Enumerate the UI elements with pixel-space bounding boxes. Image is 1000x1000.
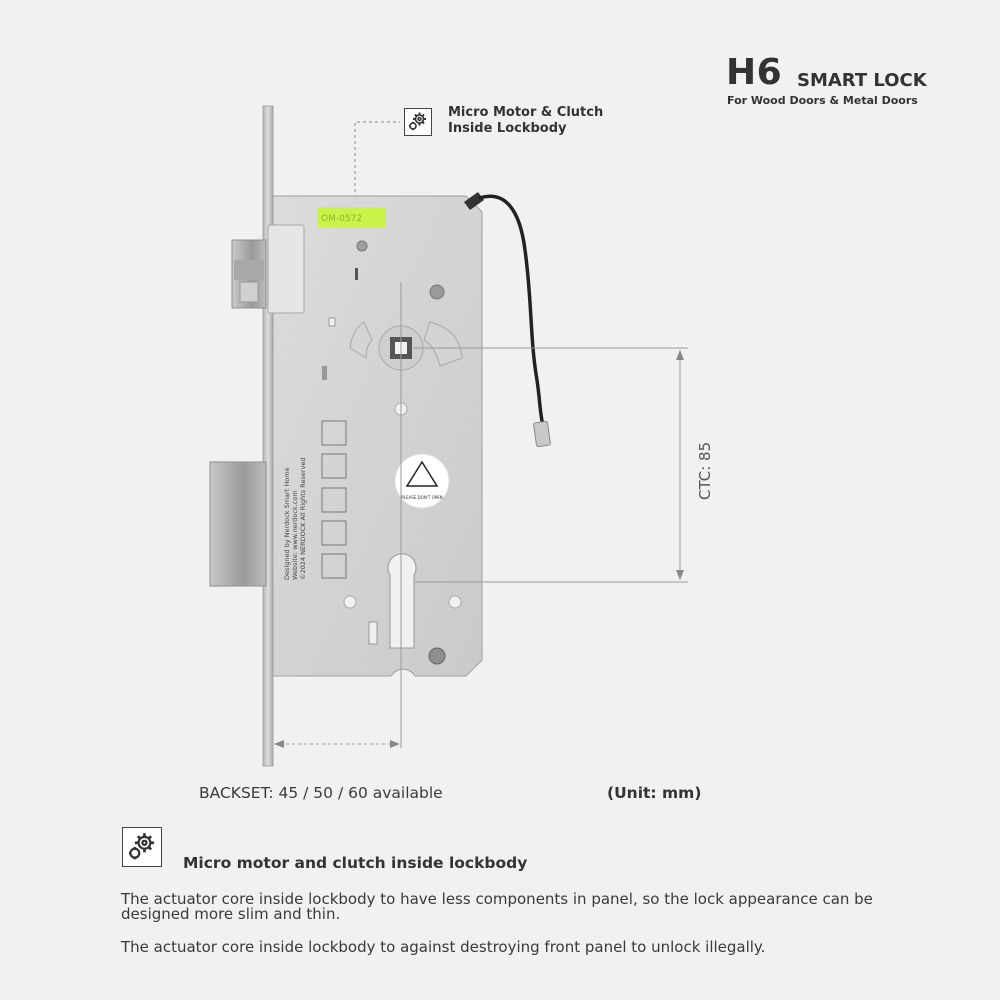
screw	[429, 284, 445, 300]
screw	[428, 647, 446, 665]
hub-lever	[423, 321, 463, 367]
hole	[328, 317, 336, 327]
slot	[368, 621, 378, 645]
body-text-line2: Website: www.nerdock.com	[291, 490, 299, 580]
lock-body	[272, 195, 483, 677]
unit-label: (Unit: mm)	[607, 784, 702, 802]
feature-title: Micro motor and clutch inside lockbody	[183, 854, 528, 872]
body-text-line1: Designed by Nerdock Smart Home	[283, 467, 291, 580]
motor-cable	[464, 192, 551, 448]
latch-bolt	[231, 239, 267, 309]
product-name: SMART LOCK	[797, 70, 927, 91]
motor-sticker	[318, 207, 386, 227]
faceplate	[262, 105, 274, 767]
body-text-line3: ©2024 NERDOCK All Rights Reserved	[299, 457, 307, 580]
arrow-right	[390, 740, 400, 748]
callout-line1: Micro Motor & Clutch	[448, 105, 604, 120]
arrow-left	[274, 740, 284, 748]
feature-paragraph-1: The actuator core inside lockbody to hav…	[121, 890, 873, 923]
slot	[355, 268, 358, 280]
hub-lever	[349, 321, 373, 359]
hole	[448, 595, 462, 609]
product-model: H6	[726, 52, 783, 93]
gear-icon	[404, 108, 432, 136]
hole	[343, 595, 357, 609]
arrow-up	[676, 350, 684, 360]
body-text: Designed by Nerdock Smart Home Website: …	[283, 457, 307, 580]
feature-paragraph-2: The actuator core inside lockbody to aga…	[121, 938, 766, 956]
callout-label: Micro Motor & Clutch Inside Lockbody	[448, 105, 648, 137]
product-subtitle: For Wood Doors & Metal Doors	[727, 94, 918, 107]
lock-diagram: OM-0572 Designed by Nerdock Smart Home W…	[209, 105, 714, 767]
body-icon-column	[321, 420, 347, 579]
warning-text: PLEASE DON'T OPEN	[401, 495, 442, 500]
slot	[322, 366, 327, 380]
warning-triangle-icon	[405, 460, 439, 487]
arrow-down	[676, 570, 684, 580]
sticker-code: OM-0572	[321, 214, 362, 224]
latch-housing	[267, 224, 305, 314]
callout-leader-line	[354, 121, 400, 204]
callout-line2: Inside Lockbody	[448, 121, 567, 136]
ctc-dimension	[400, 282, 688, 748]
dead-bolt	[209, 461, 267, 587]
warning-sticker	[394, 453, 450, 509]
ctc-label: CTC: 85	[696, 442, 714, 500]
cylinder-hole	[387, 553, 417, 649]
gear-icon	[122, 827, 162, 867]
screw	[356, 240, 368, 252]
backset-label: BACKSET: 45 / 50 / 60 available	[199, 784, 443, 802]
